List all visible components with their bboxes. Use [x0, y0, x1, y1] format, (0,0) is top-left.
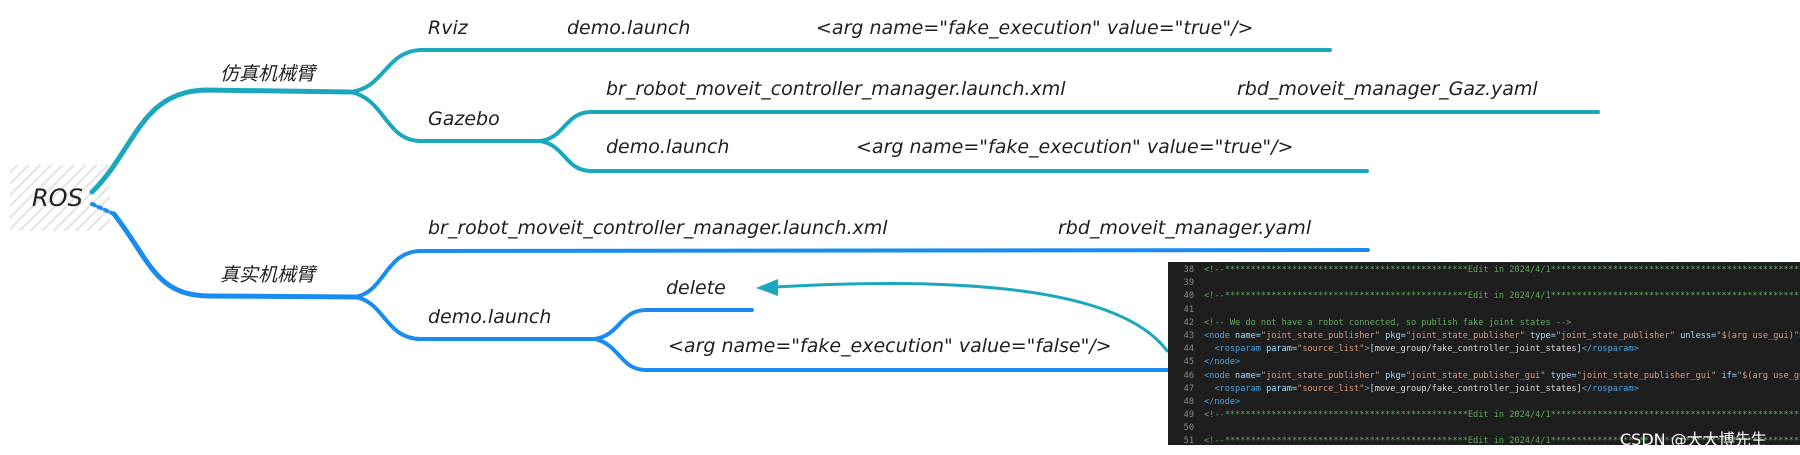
delete-pointer-arrowhead: [756, 279, 778, 296]
real-fake-execution-arg[interactable]: <arg name="fake_execution" value="false"…: [668, 335, 1112, 357]
delete-label[interactable]: delete: [666, 277, 726, 299]
code-token: <!--************************************…: [1204, 410, 1800, 421]
code-token: "joint_state_publisher": [1260, 330, 1386, 341]
code-line-number: 38: [1183, 265, 1194, 275]
code-line: <node name="joint_state_publisher" pkg="…: [1204, 370, 1800, 383]
code-token: </node>: [1204, 396, 1241, 407]
branch-root-to-sim-arm: [89, 87, 353, 195]
branch-demo-to-arg: [593, 337, 1170, 372]
code-token: <rosparam: [1204, 383, 1267, 394]
code-token: name=: [1235, 330, 1261, 341]
code-token: param=: [1266, 344, 1298, 355]
code-line-number: 47: [1183, 383, 1194, 394]
code-token: "joint_state_publisher": [1555, 330, 1681, 341]
code-line-number: 51: [1183, 436, 1194, 445]
branch-sim-arm-to-rviz: [348, 48, 1332, 94]
code-token: >: [1364, 383, 1370, 394]
code-line-number: 44: [1183, 344, 1194, 355]
code-token: "joint_state_publisher_gui": [1576, 370, 1722, 381]
code-line-number: 41: [1183, 304, 1194, 315]
code-token: >: [1364, 344, 1370, 355]
code-token: <!--************************************…: [1204, 265, 1800, 275]
code-token: "joint_state_publisher": [1260, 370, 1386, 381]
root-node-label[interactable]: ROS: [32, 184, 83, 212]
code-token: <!--************************************…: [1204, 291, 1800, 302]
rviz-demo-launch[interactable]: demo.launch: [567, 17, 690, 39]
code-token: name=: [1235, 370, 1261, 381]
code-line: <rosparam param="source_list">[move_grou…: [1204, 343, 1800, 356]
real-controller-manager-file[interactable]: br_robot_moveit_controller_manager.launc…: [428, 217, 888, 239]
sim-arm-label[interactable]: 仿真机械臂: [220, 63, 318, 85]
code-token: unless=: [1680, 330, 1717, 341]
code-token: "$(arg use_gui)": [1736, 370, 1800, 381]
code-token: if=: [1721, 370, 1737, 381]
gazebo-demo-launch[interactable]: demo.launch: [606, 136, 729, 158]
rviz-label[interactable]: Rviz: [428, 17, 469, 39]
code-line-number: 45: [1183, 357, 1194, 368]
gazebo-moveit-manager-yaml[interactable]: rbd_moveit_manager_Gaz.yaml: [1237, 78, 1538, 100]
code-line: <!--************************************…: [1204, 435, 1800, 445]
branch-sim-arm-to-gazebo: [348, 90, 542, 143]
branch-demo-to-delete: [593, 308, 754, 341]
code-token: pkg=: [1385, 370, 1406, 381]
code-token: </rosparam>: [1581, 344, 1639, 355]
code-token: <!-- We do not have a robot connected, s…: [1204, 317, 1572, 328]
code-token: type=: [1530, 330, 1556, 341]
code-line-number: 49: [1183, 410, 1194, 421]
code-token: </rosparam>: [1581, 383, 1639, 394]
code-line-number: 46: [1183, 370, 1194, 381]
gazebo-controller-manager-file[interactable]: br_robot_moveit_controller_manager.launc…: [606, 78, 1066, 100]
delete-pointer-arrow: [774, 281, 1170, 353]
gazebo-fake-execution-arg[interactable]: <arg name="fake_execution" value="true"/…: [856, 136, 1293, 158]
code-token: "joint_state_publisher_gui": [1405, 370, 1551, 381]
code-token: <node: [1204, 370, 1236, 381]
branch-root-dotted: [90, 202, 116, 216]
code-line-number: 39: [1183, 278, 1194, 289]
branch-real-arm-to-demo: [353, 295, 597, 341]
code-token: [move_group/fake_controller_joint_states…: [1369, 344, 1582, 355]
code-line-number: 48: [1183, 396, 1194, 407]
real-demo-launch-label[interactable]: demo.launch: [428, 306, 551, 328]
branch-root-to-real-arm: [111, 211, 358, 300]
code-line: <!-- We do not have a robot connected, s…: [1204, 317, 1800, 330]
code-line-number: 42: [1183, 317, 1194, 328]
code-line: [1204, 277, 1800, 290]
code-token: <rosparam: [1204, 344, 1267, 355]
code-line: [1204, 304, 1800, 317]
code-line-numbers: 38 39 40 41 42 43 44 45 46 47 48 49 50 51: [1168, 264, 1194, 445]
code-token: "joint_state_publisher": [1405, 330, 1530, 341]
code-token: param=: [1266, 383, 1298, 394]
code-line: </node>: [1204, 396, 1800, 409]
code-line: <!--************************************…: [1204, 290, 1800, 303]
code-line-number: 50: [1183, 423, 1194, 434]
code-token: <node: [1204, 330, 1236, 341]
root-node-highlight: [10, 165, 110, 231]
real-arm-label[interactable]: 真实机械臂: [220, 264, 318, 286]
code-token: [move_group/fake_controller_joint_states…: [1369, 383, 1582, 394]
code-token: "source_list": [1297, 383, 1365, 394]
code-token: <!--************************************…: [1204, 436, 1800, 445]
branch-real-arm-to-controller: [353, 248, 1370, 299]
code-line: <!--************************************…: [1204, 264, 1800, 277]
branch-gazebo-to-controller: [538, 110, 1600, 143]
code-token: pkg=: [1385, 330, 1406, 341]
code-line-number: 40: [1183, 291, 1194, 302]
code-line: <!--************************************…: [1204, 409, 1800, 422]
gazebo-label[interactable]: Gazebo: [428, 108, 500, 130]
code-line: </node>: [1204, 356, 1800, 369]
code-line: <node name="joint_state_publisher" pkg="…: [1204, 330, 1800, 343]
code-editor-screenshot: 38 39 40 41 42 43 44 45 46 47 48 49 50 51 <!--*******…: [1168, 262, 1800, 445]
code-line-number: 43: [1183, 330, 1194, 341]
code-line: <rosparam param="source_list">[move_grou…: [1204, 383, 1800, 396]
code-body: <!--************************************…: [1204, 264, 1800, 445]
code-token: "$(arg use_gui)": [1716, 330, 1800, 341]
rviz-fake-execution-arg[interactable]: <arg name="fake_execution" value="true"/…: [816, 17, 1253, 39]
real-moveit-manager-yaml[interactable]: rbd_moveit_manager.yaml: [1058, 217, 1312, 239]
code-token: </node>: [1204, 357, 1241, 368]
csdn-watermark: CSDN @大大博先生: [1620, 430, 1767, 449]
branch-gazebo-to-demo: [538, 139, 1369, 173]
code-token: "source_list": [1297, 344, 1365, 355]
code-token: type=: [1550, 370, 1577, 381]
